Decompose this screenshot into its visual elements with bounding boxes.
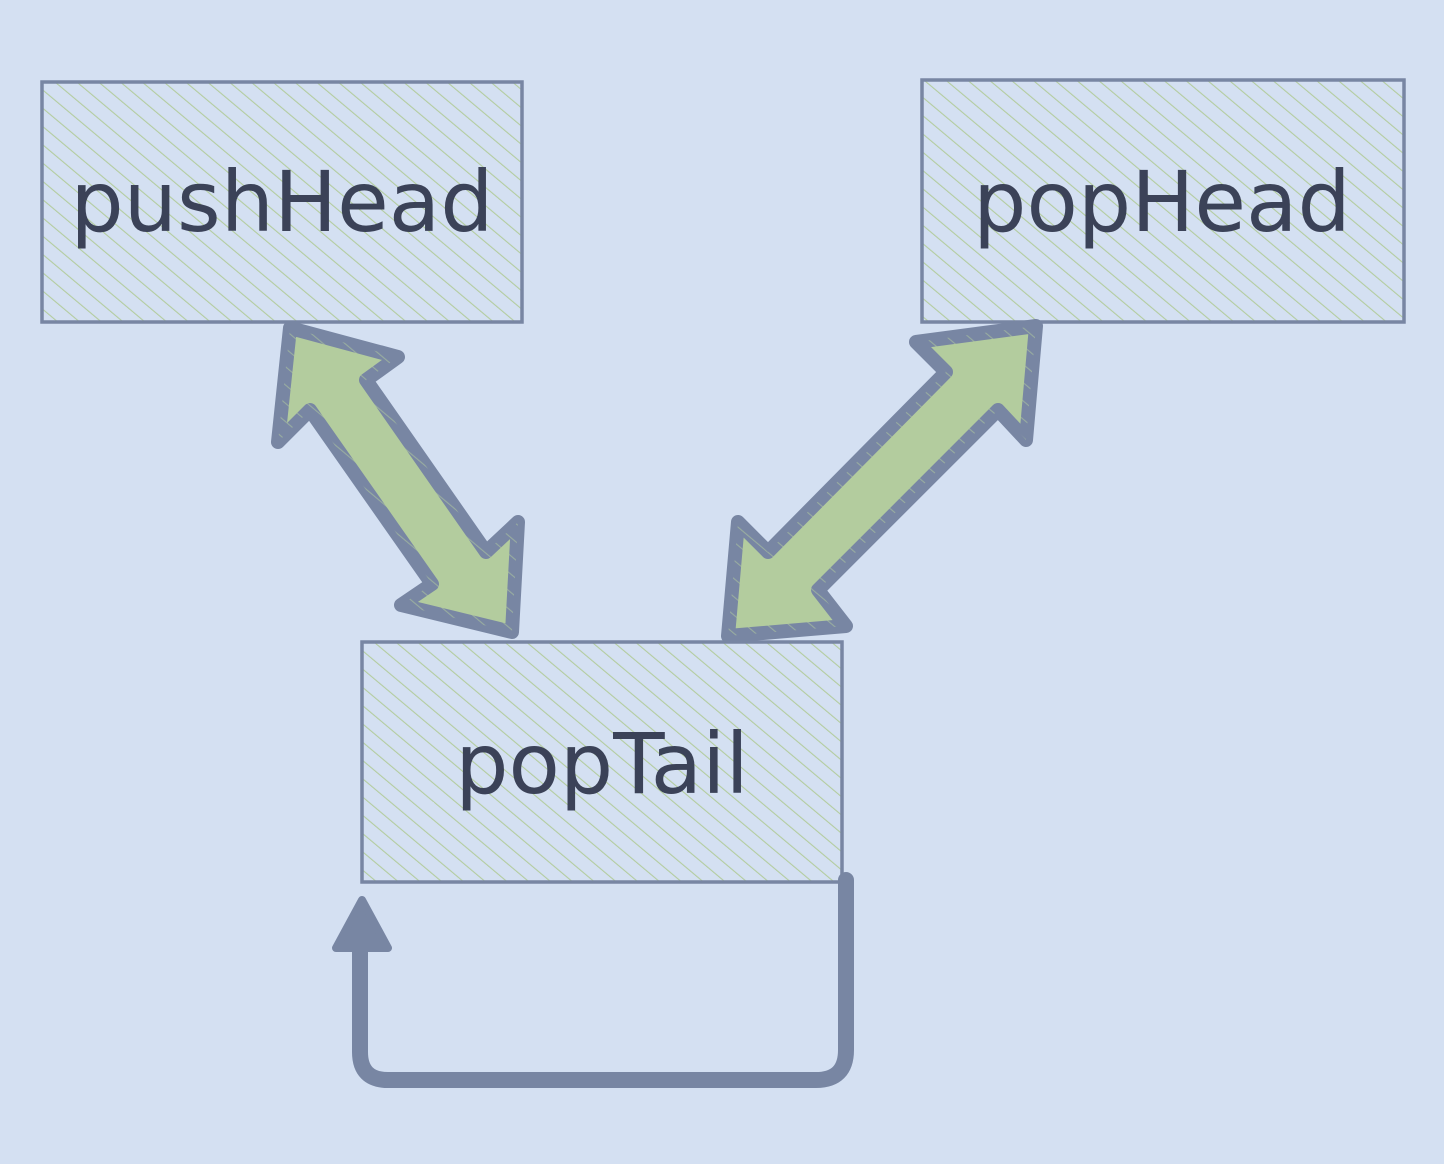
node-push-head-hatch [40,80,524,324]
node-pop-head-label: popHead [973,153,1351,251]
edge-pop-tail-self-loop[interactable] [332,872,854,1088]
node-push-head-label: pushHead [70,153,493,251]
node-push-head[interactable]: pushHead [40,80,524,324]
node-pop-tail-label: popTail [455,715,749,813]
node-pop-tail-hatch [360,640,844,884]
edge-push-head-pop-tail[interactable] [271,321,525,639]
node-pop-head-hatch [920,78,1406,324]
node-pop-head[interactable]: popHead [920,78,1406,324]
self-loop-line [352,872,854,1088]
edge-pop-head-pop-tail[interactable] [721,319,1043,643]
arrow-up-icon [332,896,392,952]
double-arrow-hatch [728,326,1036,636]
node-pop-tail[interactable]: popTail [360,640,844,884]
double-arrow-hatch [278,328,518,632]
